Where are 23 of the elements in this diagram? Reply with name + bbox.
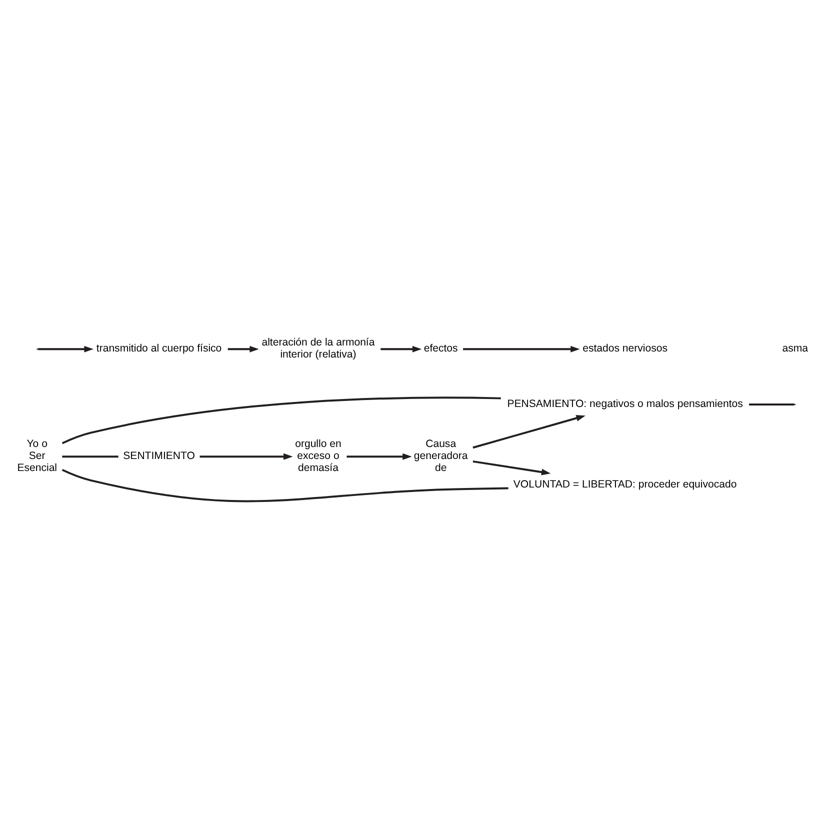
node-text: Causa generadora de [414,438,468,474]
connector [62,396,501,444]
node-text: alteración de la armonía interior (relativa) [262,336,375,360]
node-text: orgullo en exceso o demasía [295,438,342,474]
node-text: Yo o Ser Esencial [17,438,58,474]
connector [62,468,508,502]
arrow [380,345,422,352]
connector [749,403,794,405]
node-text: VOLUNTAD = LIBERTAD: proceder equivocado [513,478,737,490]
node-text: SENTIMIENTO [123,450,195,462]
label: asma [782,342,808,354]
node-text: efectos [424,342,458,354]
node-text: estados nerviosos [582,342,668,354]
node-text: PENSAMIENTO: negativos o malos pensamientos [507,398,743,410]
arrow [472,460,551,475]
arrow [228,345,259,352]
arrow [472,414,586,448]
arrow [38,345,94,352]
connector [62,455,118,458]
arrow [200,452,293,460]
arrow [463,345,580,352]
node-text: transmitido al cuerpo físico [96,342,222,354]
arrow [346,452,412,460]
